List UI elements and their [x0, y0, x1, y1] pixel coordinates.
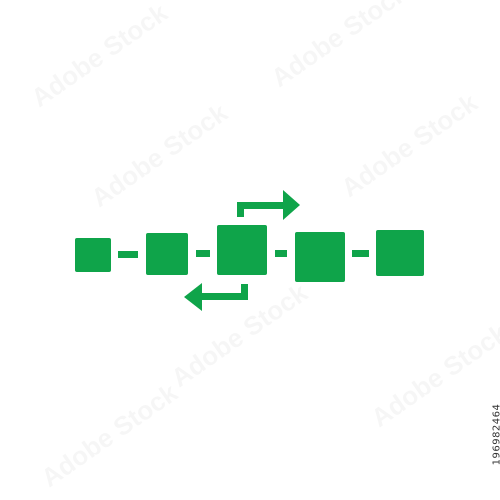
connector-2	[196, 250, 210, 257]
stock-id-label: 196982464	[491, 403, 500, 466]
connector-1	[118, 251, 138, 258]
process-step-box-2	[146, 233, 188, 275]
connector-4	[352, 250, 369, 257]
process-step-box-5	[376, 230, 424, 276]
process-step-box-1	[75, 238, 111, 272]
arrow-left-icon	[184, 283, 248, 311]
process-step-box-3	[217, 225, 267, 275]
arrow-right-icon	[237, 190, 300, 220]
process-step-box-4	[295, 232, 345, 282]
connector-3	[275, 250, 287, 257]
